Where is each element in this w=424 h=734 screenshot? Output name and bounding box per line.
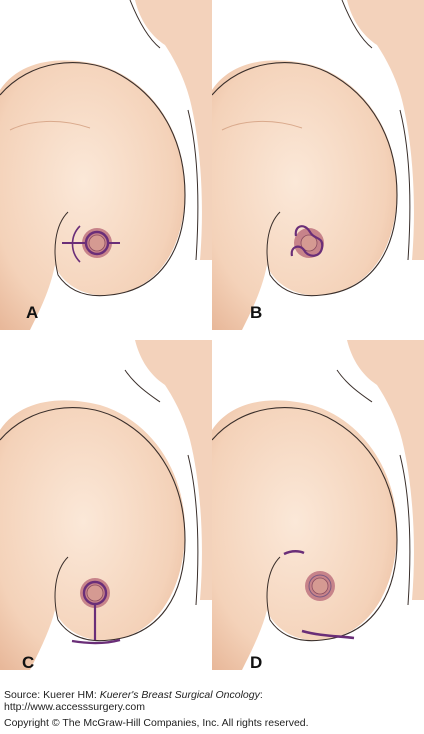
- panel-label-d: D: [250, 653, 263, 672]
- breast-illustration-c: [0, 340, 212, 670]
- axillary-incision: [283, 550, 305, 556]
- panel-label-b: B: [250, 303, 263, 322]
- shoulder-skin: [135, 340, 212, 600]
- arm-line: [399, 109, 411, 261]
- breast-illustration-b: [212, 0, 424, 331]
- arm-line: [187, 454, 199, 606]
- nipple: [86, 584, 104, 602]
- panel-a: A: [0, 0, 212, 340]
- panel-b: B: [212, 0, 424, 340]
- source-line: Source: Kuerer HM: Kuerer's Breast Surgi…: [4, 689, 420, 701]
- breast-illustration-a: [0, 0, 212, 331]
- chest-shadow: [9, 121, 91, 131]
- figure-caption: Source: Kuerer HM: Kuerer's Breast Surgi…: [4, 689, 420, 729]
- arm-line: [187, 109, 199, 261]
- source-url[interactable]: http://www.accesssurgery.com: [4, 701, 146, 713]
- breast-skin: [0, 400, 185, 670]
- source-suffix: :: [259, 689, 263, 701]
- breast-illustration-d: [212, 340, 424, 670]
- shoulder-skin: [347, 0, 424, 260]
- chest-shadow: [221, 121, 303, 131]
- arc-incision: [71, 225, 81, 263]
- panel-c: C: [0, 340, 212, 680]
- breast-skin: [0, 60, 185, 331]
- nipple: [300, 234, 318, 252]
- underside-line: [54, 211, 69, 276]
- neck-line: [129, 0, 161, 49]
- omega-incision: [290, 225, 324, 257]
- underside-line: [266, 556, 281, 621]
- neck-line: [124, 369, 161, 403]
- panel-label-c: C: [22, 653, 35, 672]
- breast-outline: [212, 407, 398, 642]
- underside-line: [54, 556, 69, 621]
- areola-border: [308, 574, 332, 598]
- inframammary-fold-incision: [301, 629, 355, 640]
- neck-line: [336, 369, 373, 403]
- breast-skin: [212, 400, 397, 670]
- nipple: [88, 234, 106, 252]
- breast-outline: [212, 62, 398, 297]
- source-title: Kuerer's Breast Surgical Oncology: [99, 689, 260, 701]
- copyright-notice: Copyright © The McGraw-Hill Companies, I…: [4, 717, 309, 729]
- underside-line: [266, 211, 281, 276]
- neck-line: [341, 0, 373, 49]
- shoulder-skin: [135, 0, 212, 260]
- breast-incision-figure: A B: [0, 0, 424, 680]
- shoulder-skin: [347, 340, 424, 600]
- breast-outline: [0, 407, 186, 642]
- panel-d: D: [212, 340, 424, 680]
- breast-outline: [0, 62, 186, 297]
- nipple: [311, 577, 329, 595]
- source-prefix: Source: Kuerer HM:: [4, 689, 100, 701]
- arm-line: [399, 454, 411, 606]
- breast-skin: [212, 60, 397, 331]
- panel-label-a: A: [26, 303, 39, 322]
- inframammary-incision: [71, 638, 121, 645]
